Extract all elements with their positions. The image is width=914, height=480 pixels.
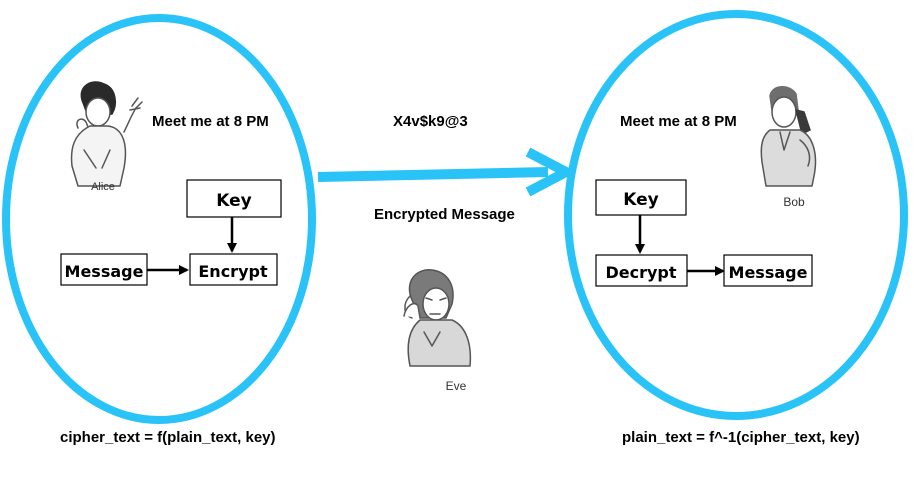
sender-input-label: Message (65, 262, 144, 281)
encrypt-box (189, 253, 278, 286)
receiver-ellipse (564, 10, 908, 420)
receiver-output-box (723, 254, 813, 287)
eve-name: Eve (446, 379, 467, 393)
alice-name: Alice (91, 181, 115, 193)
encryption-formula: cipher_text = f(plain_text, key) (60, 429, 276, 446)
receiver-key-label: Key (623, 190, 659, 210)
decrypt-box (595, 254, 688, 287)
eve-eavesdropper-figure-icon (403, 269, 472, 367)
transmission-arrow (317, 147, 571, 197)
decrypt-label: Decrypt (605, 263, 676, 282)
sender-key-box (186, 179, 282, 218)
sender-ellipse (2, 14, 316, 424)
channel-label: Encrypted Message (374, 206, 515, 223)
receiver-output-label: Message (729, 263, 808, 282)
alice-phone-figure-icon (70, 81, 143, 187)
bob-name: Bob (783, 195, 805, 209)
sender-message-text: Meet me at 8 PM (152, 113, 269, 130)
bob-phone-figure-icon (760, 86, 817, 187)
sender-key-label: Key (216, 191, 252, 211)
receiver-message-text: Meet me at 8 PM (620, 113, 737, 130)
encrypt-label: Encrypt (198, 262, 268, 281)
cipher-text: X4v$k9@3 (393, 113, 468, 130)
receiver-key-box (595, 179, 687, 216)
decryption-formula: plain_text = f^-1(cipher_text, key) (622, 429, 860, 446)
